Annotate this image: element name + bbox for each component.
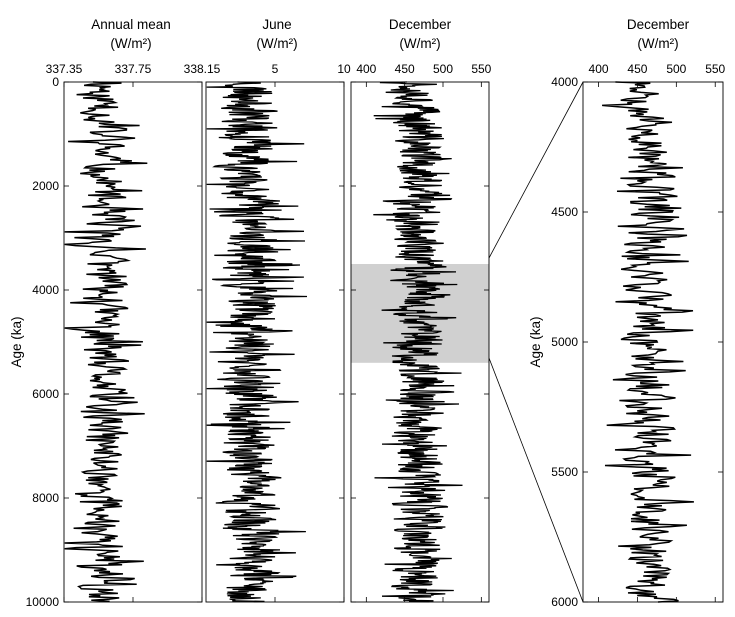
y-tick-label: 6000 (551, 595, 578, 609)
panel-december-zoom-unit: (W/m²) (637, 36, 678, 51)
x-tick-label: 450 (395, 62, 415, 76)
y-tick-label: 4000 (32, 283, 59, 297)
panel-june-unit: (W/m²) (256, 36, 297, 51)
panel-june-y-ticks (339, 81, 344, 603)
panel-december-zoom-title: December (627, 17, 690, 32)
panel-december-y-ticks (351, 81, 489, 603)
y-tick-label: 5000 (551, 335, 578, 349)
panel-december-zoom-x-ticks: 400 450 500 550 (589, 62, 726, 602)
y-tick-label: 6000 (32, 387, 59, 401)
y-tick-label: 0 (52, 75, 59, 89)
panel-june-x-ticks: 5 10 (272, 62, 351, 602)
x-tick-label: 338.15 (184, 62, 221, 76)
y-axis-label-left: Age (ka) (9, 316, 24, 367)
y-tick-label: 8000 (32, 491, 59, 505)
panel-annual-mean-series-line (64, 81, 148, 603)
y-tick-label: 10000 (26, 595, 60, 609)
panel-annual-mean-unit: (W/m²) (110, 36, 151, 51)
connector-line-bottom (488, 357, 584, 603)
x-tick-label: 5 (272, 62, 279, 76)
y-tick-label: 4000 (551, 75, 578, 89)
x-tick-label: 550 (705, 62, 725, 76)
x-tick-label: 500 (433, 62, 453, 76)
panel-december-zoom-y-ticks: 4000 4500 5000 5500 6000 (551, 75, 723, 609)
x-tick-label: 10 (337, 62, 351, 76)
connector-line-top (488, 81, 584, 259)
panel-december-unit: (W/m²) (399, 36, 440, 51)
panel-december-zoom-series-line (602, 81, 694, 603)
panel-december-series-line (373, 81, 463, 603)
x-tick-label: 400 (589, 62, 609, 76)
panel-annual-mean: Annual mean (W/m²) 337.35 337.75 338.15 0 2… (9, 17, 221, 609)
y-axis-label-right: Age (ka) (528, 316, 543, 367)
x-tick-label: 337.75 (115, 62, 152, 76)
y-tick-label: 2000 (32, 179, 59, 193)
x-tick-label: 550 (471, 62, 491, 76)
x-tick-label: 337.35 (46, 62, 83, 76)
panel-annual-mean-title: Annual mean (91, 17, 171, 32)
panel-june-series-line (206, 81, 308, 603)
x-tick-label: 450 (627, 62, 647, 76)
x-tick-label: 500 (666, 62, 686, 76)
panel-june: June (W/m²) 5 10 (205, 17, 351, 603)
panel-december-title: December (389, 17, 452, 32)
panel-december: December (W/m²) 400 450 500 550 (350, 17, 492, 603)
panel-december-x-ticks: 400 450 500 550 (356, 62, 492, 602)
panel-annual-mean-y-ticks: 0 2000 4000 6000 8000 10000 (26, 75, 202, 609)
x-tick-label: 400 (356, 62, 376, 76)
y-tick-label: 4500 (551, 205, 578, 219)
panel-december-zoom: December (W/m²) 400 450 500 550 4000 4500 500… (528, 17, 726, 609)
panel-annual-mean-x-ticks: 337.35 337.75 338.15 (46, 62, 221, 602)
panel-june-title: June (262, 17, 291, 32)
y-tick-label: 5500 (551, 465, 578, 479)
